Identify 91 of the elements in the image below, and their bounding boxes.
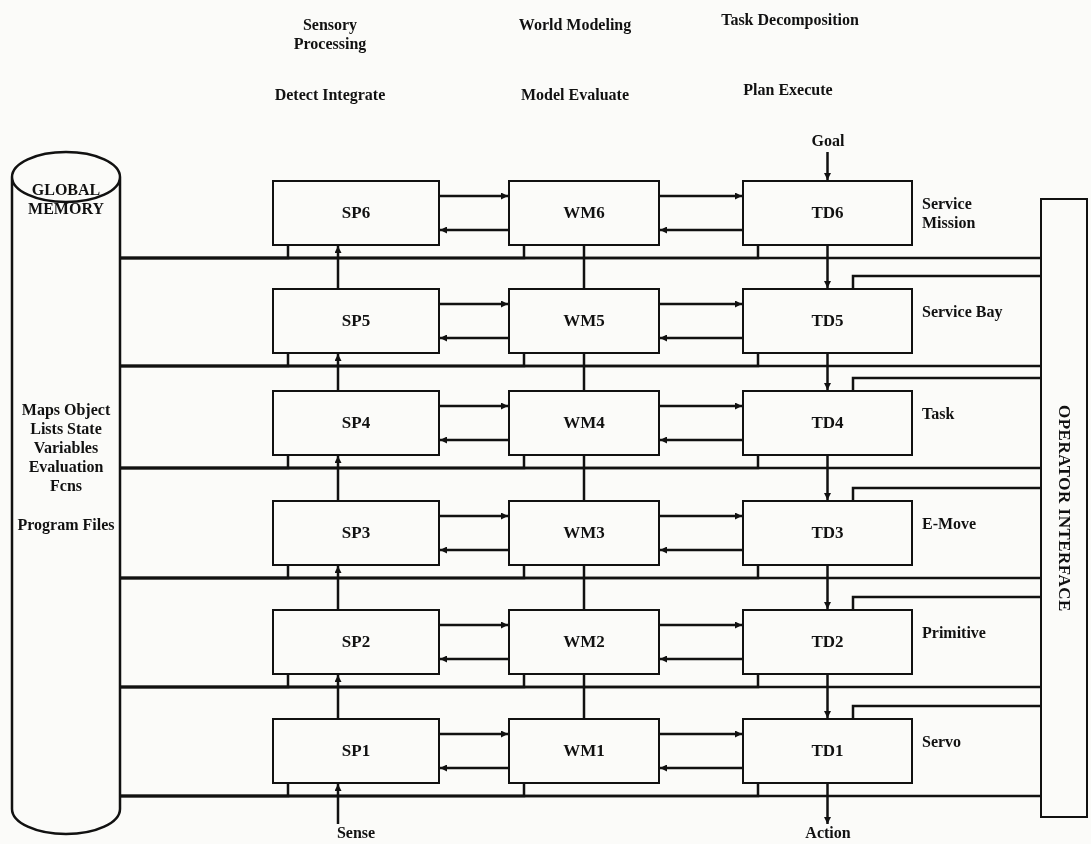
arrow xyxy=(660,621,742,629)
arrow xyxy=(660,402,742,410)
arrow xyxy=(440,192,508,200)
arrow xyxy=(440,655,508,663)
bus-line xyxy=(851,595,1040,609)
arrow xyxy=(824,566,831,609)
arrow xyxy=(440,730,508,738)
connector-line xyxy=(582,675,586,718)
arrow xyxy=(440,334,508,342)
processing-box: SP5 xyxy=(272,288,440,354)
arrow xyxy=(440,621,508,629)
arrow xyxy=(660,764,742,772)
bus-line xyxy=(851,376,1040,390)
memory-contents: Maps Object Lists State Variables Evaluation Fcns xyxy=(20,400,112,495)
processing-box: SP1 xyxy=(272,718,440,784)
memory-contents: Program Files xyxy=(16,515,116,534)
bus-line xyxy=(120,685,1040,689)
level-label: E-Move xyxy=(922,514,978,533)
arrow xyxy=(334,566,342,609)
arrow xyxy=(660,300,742,308)
arrow xyxy=(660,226,742,234)
arrow xyxy=(824,784,831,824)
arrow xyxy=(440,300,508,308)
decomposition-box: TD4 xyxy=(742,390,913,456)
signal-label: Sense xyxy=(326,824,386,844)
column-subheading: Detect Integrate xyxy=(273,85,387,104)
arrow xyxy=(440,402,508,410)
bus-line xyxy=(120,794,1040,798)
memory-title: GLOBAL MEMORY xyxy=(27,180,105,218)
processing-box: SP3 xyxy=(272,500,440,566)
modeling-box: WM6 xyxy=(508,180,660,246)
arrow xyxy=(334,675,342,718)
column-subheading: Plan Execute xyxy=(742,80,834,99)
level-label: Servo xyxy=(922,732,963,751)
column-subheading: Model Evaluate xyxy=(520,85,630,104)
arrow xyxy=(440,546,508,554)
column-heading: Sensory Processing xyxy=(292,15,368,53)
arrow xyxy=(824,246,831,288)
interface-panel xyxy=(1040,198,1088,818)
connector-line xyxy=(582,566,586,609)
arrow xyxy=(660,192,742,200)
bus-line xyxy=(120,466,1040,470)
column-heading: World Modeling xyxy=(517,15,633,34)
arrow xyxy=(660,436,742,444)
signal-label: Goal xyxy=(800,132,856,152)
arrow xyxy=(824,354,831,390)
modeling-box: WM1 xyxy=(508,718,660,784)
bus-line xyxy=(120,364,1040,368)
arrow xyxy=(824,152,831,180)
arrow xyxy=(660,546,742,554)
signal-label: Action xyxy=(797,824,859,844)
processing-box: SP6 xyxy=(272,180,440,246)
arrow xyxy=(824,675,831,718)
modeling-box: WM3 xyxy=(508,500,660,566)
processing-box: SP4 xyxy=(272,390,440,456)
connector-line xyxy=(582,456,586,500)
arrow xyxy=(440,512,508,520)
bus-line xyxy=(120,576,1040,580)
arrow xyxy=(660,512,742,520)
arrow xyxy=(334,246,342,288)
bus-line xyxy=(120,256,1040,260)
decomposition-box: TD2 xyxy=(742,609,913,675)
decomposition-box: TD5 xyxy=(742,288,913,354)
level-label: Service Bay xyxy=(922,302,1004,321)
panel-title: OPERATOR INTERFACE xyxy=(1054,404,1074,612)
modeling-box: WM5 xyxy=(508,288,660,354)
arrow xyxy=(824,456,831,500)
bus-line xyxy=(851,704,1040,718)
level-label: Primitive xyxy=(922,623,987,642)
level-label: Service Mission xyxy=(922,194,977,232)
arrow xyxy=(334,456,342,500)
connector-line xyxy=(582,246,586,288)
arrow xyxy=(334,784,342,824)
connector-line xyxy=(582,354,586,390)
processing-box: SP2 xyxy=(272,609,440,675)
arrow xyxy=(440,226,508,234)
arrow xyxy=(660,334,742,342)
arrow xyxy=(660,730,742,738)
modeling-box: WM4 xyxy=(508,390,660,456)
bus-line xyxy=(851,486,1040,500)
bus-line xyxy=(851,274,1040,288)
arrow xyxy=(334,354,342,390)
arrow xyxy=(660,655,742,663)
decomposition-box: TD1 xyxy=(742,718,913,784)
arrow xyxy=(440,764,508,772)
column-heading: Task Decomposition xyxy=(720,10,860,29)
decomposition-box: TD3 xyxy=(742,500,913,566)
decomposition-box: TD6 xyxy=(742,180,913,246)
arrow xyxy=(440,436,508,444)
modeling-box: WM2 xyxy=(508,609,660,675)
level-label: Task xyxy=(922,404,956,423)
